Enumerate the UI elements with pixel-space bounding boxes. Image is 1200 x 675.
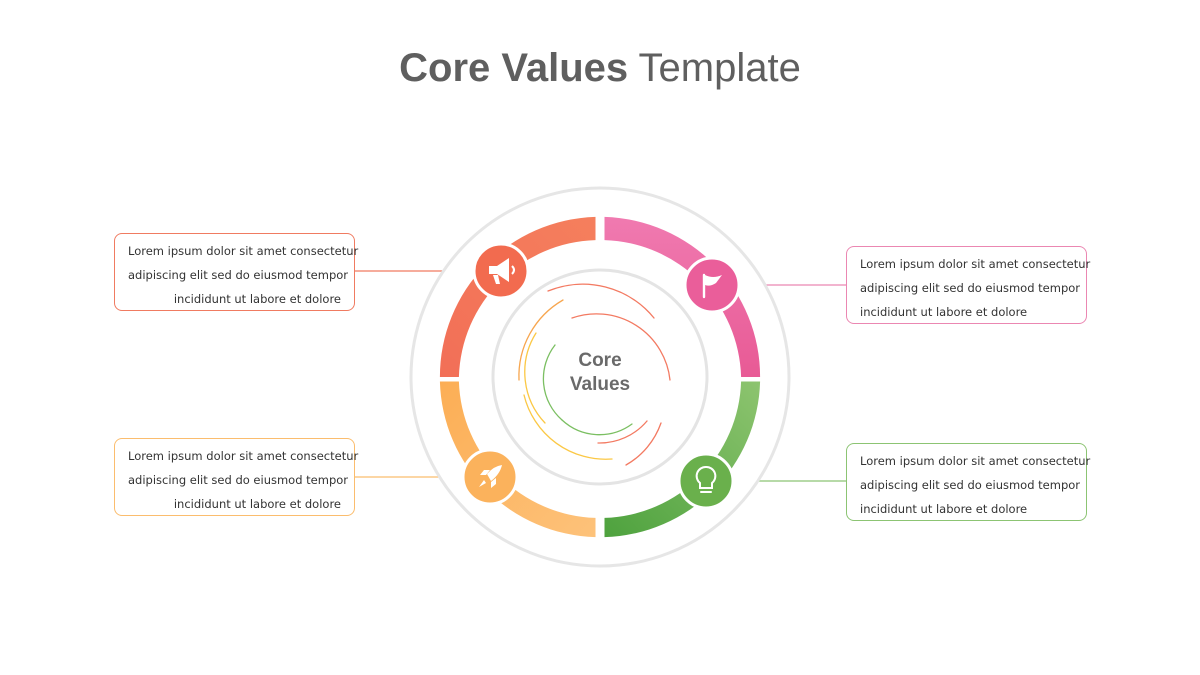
rocket-icon <box>461 448 519 506</box>
value-text-line: adipiscing elit sed do eiusmod tempor <box>860 281 1081 295</box>
value-text-line: adipiscing elit sed do eiusmod tempor <box>860 478 1081 492</box>
value-text-line: incididunt ut labore et dolore <box>173 292 341 306</box>
value-text-line: adipiscing elit sed do eiusmod tempor <box>128 473 349 487</box>
megaphone-icon <box>472 242 530 300</box>
value-textbox-top-left: Lorem ipsum dolor sit amet consectetur a… <box>114 233 359 311</box>
value-text-line: Lorem ipsum dolor sit amet consectetur <box>860 454 1091 468</box>
title-light: Template <box>638 46 801 90</box>
value-text-line: Lorem ipsum dolor sit amet consectetur <box>860 257 1091 271</box>
value-text-line: incididunt ut labore et dolore <box>860 502 1028 516</box>
value-text-line: incididunt ut labore et dolore <box>173 497 341 511</box>
value-text-line: incididunt ut labore et dolore <box>860 305 1028 319</box>
title-bold: Core Values <box>399 46 629 90</box>
value-textbox-bottom-left: Lorem ipsum dolor sit amet consectetur a… <box>114 438 359 516</box>
value-text-line: adipiscing elit sed do eiusmod tempor <box>128 268 349 282</box>
value-textbox-bottom-right: Lorem ipsum dolor sit amet consectetur a… <box>846 443 1091 521</box>
value-textbox-top-right: Lorem ipsum dolor sit amet consectetur a… <box>846 246 1091 324</box>
center-label-line1: Core <box>578 350 622 371</box>
lightbulb-icon <box>677 452 735 510</box>
center-label-line2: Values <box>569 374 631 395</box>
value-text-line: Lorem ipsum dolor sit amet consectetur <box>128 449 359 463</box>
swirl-decoration <box>518 283 671 466</box>
value-text-line: Lorem ipsum dolor sit amet consectetur <box>128 244 359 258</box>
page-title: Core Values Template <box>0 40 1200 96</box>
inner-ring <box>491 268 709 486</box>
segment-bottom-right <box>604 381 761 538</box>
flag-icon <box>683 256 741 314</box>
